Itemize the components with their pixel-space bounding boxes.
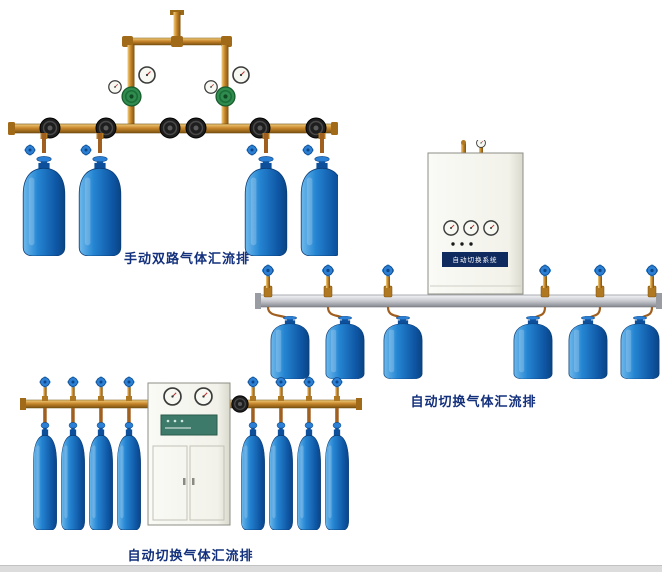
cylinder-valve-knob-icon (331, 376, 343, 388)
cylinder-valve-knob-icon (24, 144, 36, 156)
pressure-gauge-icon (194, 387, 213, 406)
riser-valves (263, 276, 657, 298)
cylinder-valve-knob-icon (247, 376, 259, 388)
product-auto-switch-wall: 自动切换系统 自动切换气体汇流排 (255, 140, 662, 410)
pressure-gauge-icon (463, 220, 479, 236)
manifold-pipe (255, 293, 662, 309)
regulator-valve-icon (121, 86, 142, 107)
gas-cylinder (568, 316, 608, 379)
product-auto-switch-floor: 自动切换气体汇流排 (18, 370, 363, 565)
gas-cylinder (116, 422, 142, 530)
gas-cylinder (22, 156, 66, 256)
pressure-gauge-icon (204, 80, 218, 94)
pigtail-hoses (266, 306, 654, 324)
valve-handwheel-icon (231, 395, 249, 413)
valve-handwheel-icon (159, 117, 181, 139)
page-bottom-strip (0, 565, 662, 572)
gas-cylinder (620, 316, 660, 379)
cylinder-valve-knob-icon (381, 264, 395, 277)
product-caption: 自动切换气体汇流排 (127, 549, 254, 564)
regulator-valve-icon (215, 86, 236, 107)
gas-cylinder (268, 422, 294, 530)
product-caption: 自动切换气体汇流排 (410, 395, 537, 410)
gas-cylinder (240, 422, 266, 530)
pressure-gauge-icon (443, 220, 459, 236)
pressure-gauge-icon (232, 66, 250, 84)
product-manual-dual-manifold: 手动双路气体汇流排 (8, 8, 338, 278)
illustration-auto-switch-floor (20, 376, 362, 530)
cylinder-valve-knob-icon (645, 264, 659, 277)
cylinder-valve-knob-icon (39, 376, 51, 388)
cylinder-valve-knob-icon (303, 376, 315, 388)
gas-cylinder (324, 422, 350, 530)
valve-handwheel-icon (185, 117, 207, 139)
riser-valves (42, 387, 340, 424)
pressure-gauge-icon (108, 80, 122, 94)
gas-cylinder (296, 422, 322, 530)
pressure-gauge-icon (476, 140, 486, 148)
gas-cylinder (32, 422, 58, 530)
cylinder-valve-knob-icon (593, 264, 607, 277)
cylinder-valve-knob-icon (80, 144, 92, 156)
pressure-gauge-icon (163, 387, 182, 406)
control-cabinet (147, 382, 231, 526)
illustration-auto-switch-wall: 自动切换系统 (255, 140, 662, 379)
illustration-manual-dual-manifold (8, 10, 338, 256)
pressure-gauge-icon (483, 220, 499, 236)
inlet-pipe (170, 10, 184, 40)
gas-cylinder (88, 422, 114, 530)
cylinder-valve-knob-icon (538, 264, 552, 277)
control-cabinet: 自动切换系统 (427, 140, 524, 295)
gas-cylinder (78, 156, 122, 256)
cylinder-valve-knob-icon (321, 264, 335, 277)
cylinder-valve-knob-icon (123, 376, 135, 388)
product-caption: 手动双路气体汇流排 (123, 252, 250, 267)
gas-cylinder (60, 422, 86, 530)
cabinet-panel-label: 自动切换系统 (453, 255, 498, 264)
cylinder-connection (40, 133, 326, 153)
upper-loop-pipe (122, 36, 232, 126)
cylinder-valve-knob-icon (67, 376, 79, 388)
gas-cylinder (513, 316, 553, 379)
cylinder-valve-knob-icon (275, 376, 287, 388)
gas-cylinder (383, 316, 423, 379)
cylinder-valve-knob-icon (261, 264, 275, 277)
pressure-gauge-icon (138, 66, 156, 84)
cylinder-valve-knob-icon (95, 376, 107, 388)
